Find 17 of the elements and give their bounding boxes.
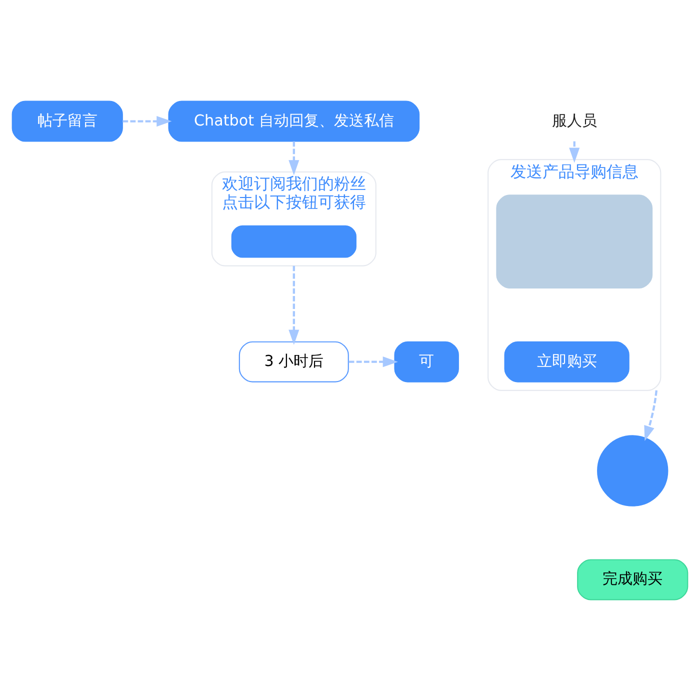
- arrow: [288, 265, 300, 344]
- cluster: 欢迎订阅我们的粉丝 点击以下按钮可获得: [211, 170, 376, 266]
- node-circle: [597, 434, 668, 506]
- arrow: [569, 140, 580, 162]
- node-box: 3 小时后: [238, 340, 349, 382]
- arrow: [644, 390, 658, 441]
- node-box: 帖子留言: [12, 100, 123, 142]
- arrow: [122, 115, 172, 126]
- arrow: [348, 356, 398, 367]
- arrow: [288, 140, 300, 175]
- node-box: [496, 194, 653, 288]
- node-box: [231, 224, 356, 258]
- node-box: 可: [394, 340, 459, 382]
- node-box: 完成购买: [577, 558, 688, 600]
- node-text: 服人员: [552, 110, 597, 129]
- node-box: Chatbot 自动回复、发送私信: [168, 100, 420, 142]
- node-box: 立即购买: [504, 340, 630, 382]
